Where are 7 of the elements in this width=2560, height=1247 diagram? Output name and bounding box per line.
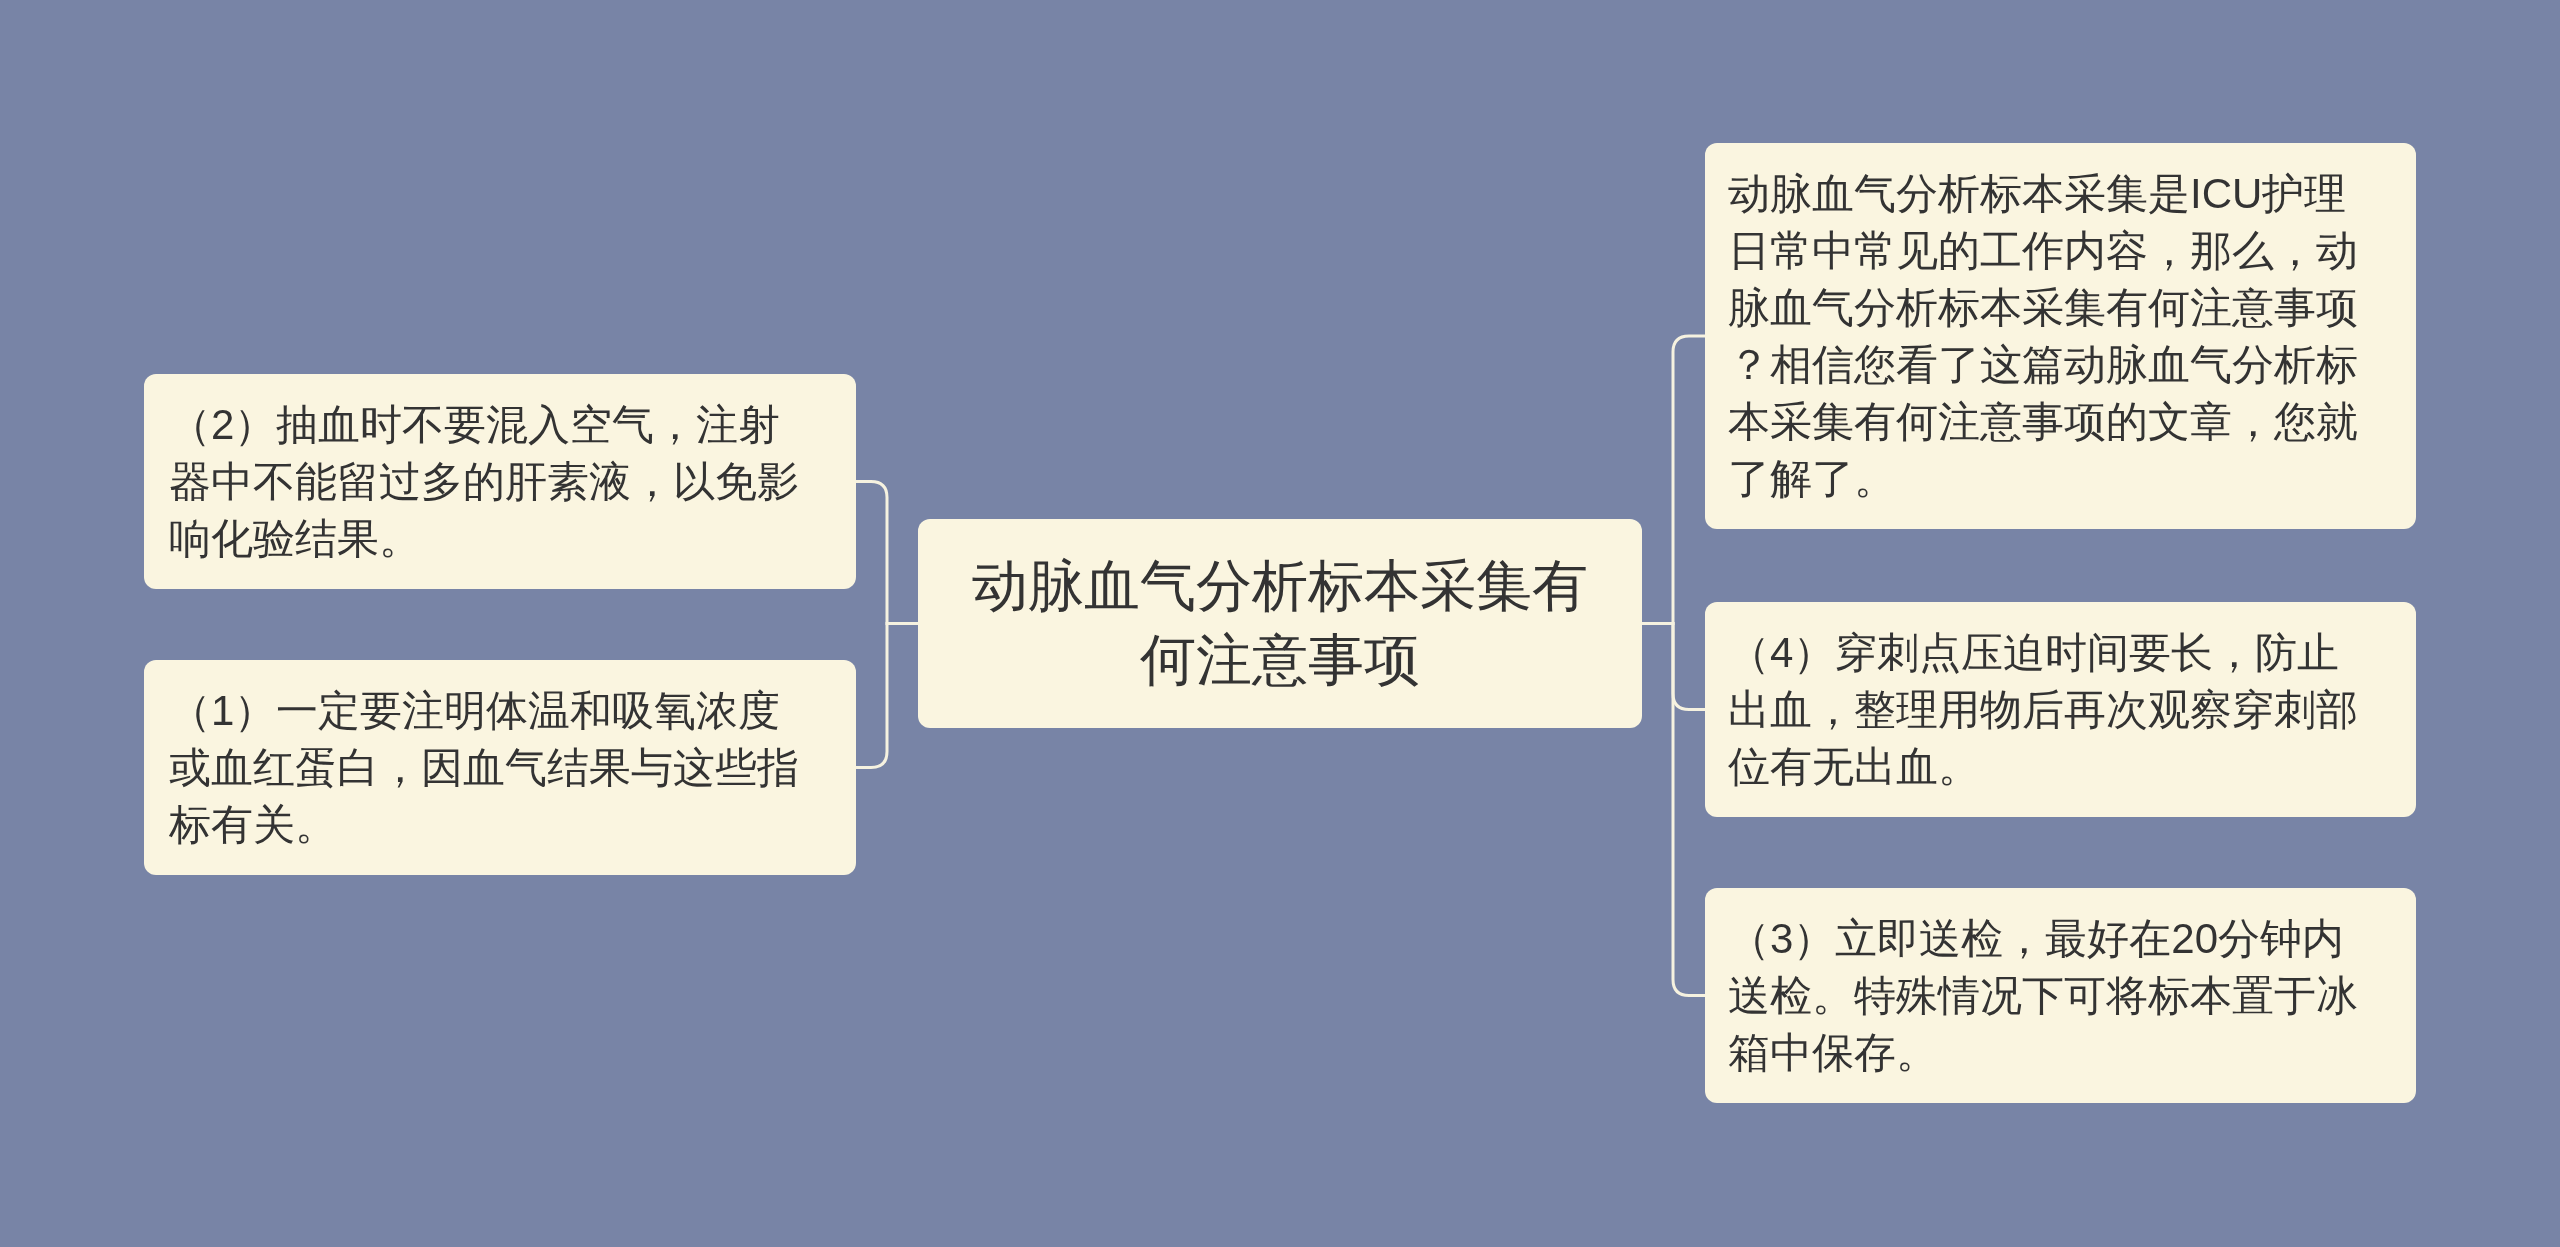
subtopic-box: （4）穿刺点压迫时间要长，防止出血，整理用物后再次观察穿刺部位有无出血。	[1705, 602, 2416, 817]
subtopic-box: 动脉血气分析标本采集是ICU护理日常中常见的工作内容，那么，动脉血气分析标本采集有何注意事项？相信您看了这篇动脉血气分析标本采集有何注意事项的文章，您就了解了。	[1705, 143, 2416, 529]
central-topic-box: 动脉血气分析标本采集有何注意事项	[918, 519, 1642, 728]
subtopic-box: （3）立即送检，最好在20分钟内送检。特殊情况下可将标本置于冰箱中保存。	[1705, 888, 2416, 1103]
subtopic-box: （1）一定要注明体温和吸氧浓度或血红蛋白，因血气结果与这些指标有关。	[144, 660, 856, 875]
connector-line	[1642, 622, 1705, 997]
subtopic-box: （2）抽血时不要混入空气，注射器中不能留过多的肝素液，以免影响化验结果。	[144, 374, 856, 589]
